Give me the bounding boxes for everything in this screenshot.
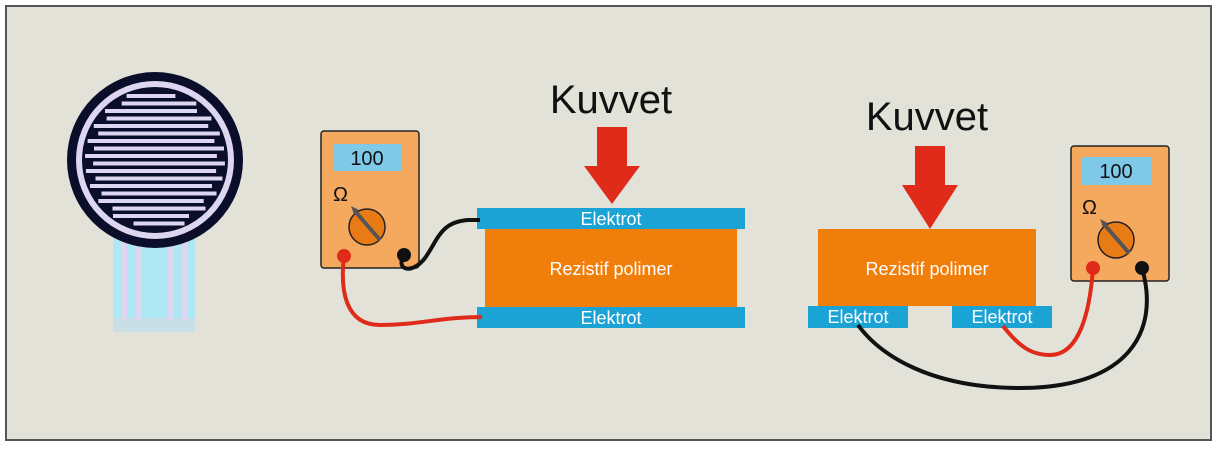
right-force-arrow-icon	[902, 146, 958, 229]
sensor-lead-2	[136, 228, 142, 320]
right-force-label: Kuvvet	[866, 95, 988, 139]
right-resistive-polymer	[818, 229, 1036, 306]
left-black-probe-icon	[397, 248, 411, 262]
sensor-traces	[85, 94, 225, 226]
sensor-disc	[67, 72, 243, 248]
right-meter-unit: Ω	[1082, 197, 1097, 219]
right-electrode-right	[952, 306, 1052, 328]
left-electrode-top	[477, 208, 745, 229]
right-meter-needle	[1101, 221, 1131, 255]
right-red-probe-icon	[1086, 261, 1100, 275]
left-polymer-label: Rezistif polimer	[549, 259, 672, 279]
right-assembly: Kuvvet Rezistif polimer Elektrot Elektro…	[808, 95, 1170, 391]
left-meter-value: 100	[350, 148, 383, 170]
left-red-probe-icon	[337, 249, 351, 263]
sensor-lead-1	[121, 228, 127, 320]
left-multimeter-icon: 100 Ω	[320, 130, 420, 269]
right-black-probe-icon	[1135, 261, 1149, 275]
left-electrode-bottom-label: Elektrot	[580, 308, 641, 328]
left-resistive-polymer	[485, 229, 737, 307]
right-red-wire	[1001, 267, 1095, 358]
fsr-sensor-icon	[67, 72, 243, 332]
right-electrode-left-label: Elektrot	[827, 307, 888, 327]
right-electrode-right-label: Elektrot	[971, 307, 1032, 327]
sensor-lead-4	[182, 228, 188, 320]
right-multimeter-icon: 100 Ω	[1070, 145, 1170, 282]
left-meter-needle	[352, 208, 382, 242]
left-assembly: Kuvvet Elektrot Rezistif polimer Elektro…	[320, 78, 745, 328]
right-black-wire	[856, 267, 1149, 391]
left-meter-unit: Ω	[333, 184, 348, 206]
sensor-ring	[76, 81, 234, 239]
right-electrode-left	[808, 306, 908, 328]
sensor-lead-3	[168, 228, 174, 320]
left-electrode-top-label: Elektrot	[580, 209, 641, 229]
sensor-tail-end	[113, 318, 195, 332]
left-meter-display	[333, 144, 402, 171]
right-meter-display	[1081, 157, 1151, 185]
left-red-wire	[340, 255, 483, 328]
left-force-arrow-icon	[584, 127, 640, 204]
right-meter-value: 100	[1099, 161, 1132, 183]
right-polymer-label: Rezistif polimer	[865, 259, 988, 279]
right-meter-needle-tip	[1100, 219, 1108, 227]
left-electrode-bottom	[477, 307, 745, 328]
left-black-wire	[399, 218, 480, 271]
left-force-label: Kuvvet	[550, 78, 672, 122]
left-meter-needle-tip	[351, 206, 359, 214]
